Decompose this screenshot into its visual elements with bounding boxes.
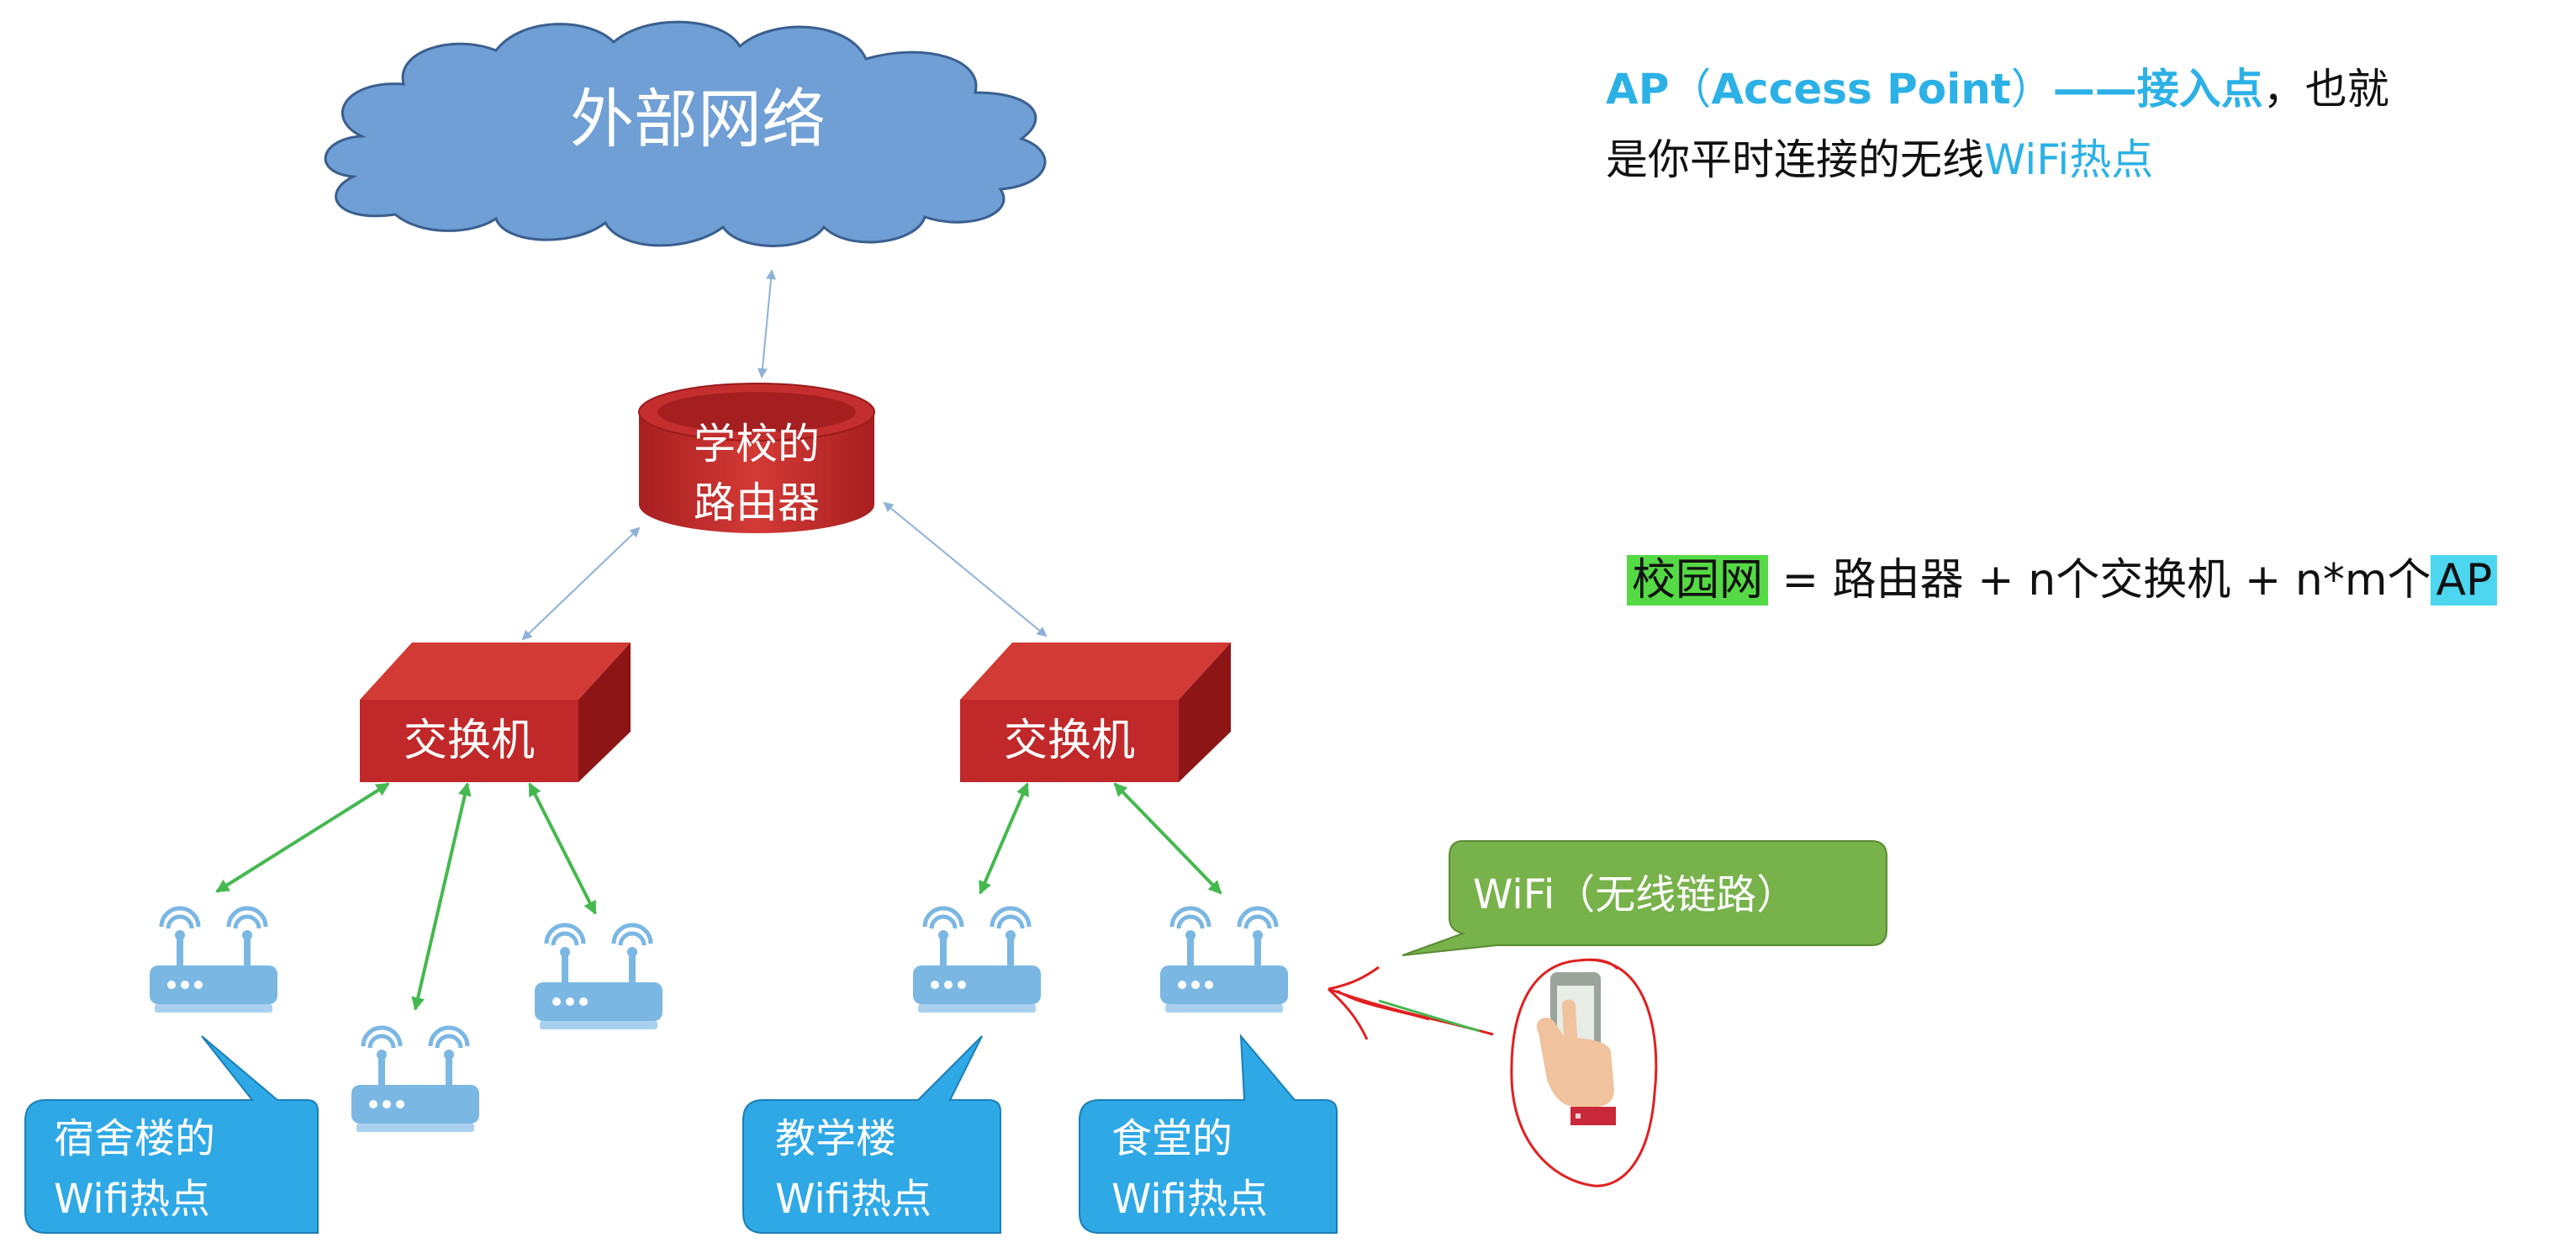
callout-dorm-line2: Wifi热点 bbox=[54, 1176, 210, 1223]
link-router-switch-right bbox=[883, 501, 1048, 637]
link-switch-right-ap4 bbox=[979, 782, 1029, 895]
link-switch-left-ap2 bbox=[411, 782, 472, 1011]
ap-paren-close: ） bbox=[2010, 65, 2053, 114]
ap-rest-line1: ，也就 bbox=[2262, 65, 2389, 114]
link-router-switch-left bbox=[521, 526, 641, 641]
external-network-cloud: 外部网络 bbox=[324, 20, 1047, 247]
cloud-label: 外部网络 bbox=[570, 82, 826, 156]
annotation-arrow-green bbox=[1378, 999, 1481, 1033]
ap-dorm3-icon bbox=[535, 925, 662, 1029]
ap-definition: AP（Access Point）——接入点，也就 是你平时连接的无线WiFi热点 bbox=[1606, 54, 2556, 195]
switch-left-label: 交换机 bbox=[404, 716, 535, 766]
callout-canteen: 食堂的 Wifi热点 bbox=[1079, 1034, 1338, 1234]
ap-teaching-icon bbox=[913, 908, 1041, 1013]
formula-rhs: = 路由器 + n个交换机 + n*m个 bbox=[1768, 555, 2431, 606]
callout-wifi-link-text: WiFi（无线链路） bbox=[1473, 871, 1797, 918]
callout-canteen-line1: 食堂的 bbox=[1111, 1115, 1233, 1162]
router-label-line2: 路由器 bbox=[694, 479, 820, 527]
callout-teaching-line1: 教学楼 bbox=[775, 1115, 896, 1162]
ap-dorm-icon bbox=[150, 908, 277, 1013]
link-switch-left-ap3 bbox=[528, 782, 597, 915]
phone-in-hand-icon bbox=[1536, 972, 1616, 1125]
callout-dorm: 宿舍楼的 Wifi热点 bbox=[24, 1035, 319, 1234]
link-switch-left-ap1 bbox=[215, 782, 390, 893]
callout-canteen-line2: Wifi热点 bbox=[1111, 1176, 1268, 1223]
formula-ap: AP bbox=[2431, 555, 2498, 606]
link-switch-right-ap5 bbox=[1113, 782, 1222, 895]
annotation-arrow bbox=[1327, 965, 1494, 1040]
ap-dorm2-icon bbox=[351, 1028, 479, 1132]
switch-right: 交换机 bbox=[960, 643, 1231, 782]
annotation-circle bbox=[1510, 958, 1658, 1187]
link-cloud-router bbox=[757, 269, 777, 378]
callout-wifi-link: WiFi（无线链路） bbox=[1401, 840, 1887, 956]
switch-left: 交换机 bbox=[360, 643, 631, 782]
school-router: 学校的 路由器 bbox=[638, 383, 875, 533]
ap-meaning: 接入点 bbox=[2136, 65, 2263, 114]
ap-dash: —— bbox=[2052, 65, 2137, 114]
router-label-line1: 学校的 bbox=[694, 420, 820, 468]
callout-dorm-line1: 宿舍楼的 bbox=[54, 1115, 215, 1162]
ap-wifi-word: WiFi热点 bbox=[1984, 135, 2154, 184]
switch-right-label: 交换机 bbox=[1004, 716, 1135, 766]
ap-paren-open: （ bbox=[1669, 65, 1712, 114]
ap-term: AP bbox=[1606, 65, 1670, 114]
callout-teaching: 教学楼 Wifi热点 bbox=[742, 1035, 1001, 1234]
ap-canteen-icon bbox=[1160, 908, 1288, 1013]
ap-full-name: Access Point bbox=[1711, 65, 2011, 114]
formula-lhs: 校园网 bbox=[1627, 555, 1769, 606]
ap-rest-line2: 是你平时连接的无线 bbox=[1606, 135, 1984, 184]
callout-teaching-line2: Wifi热点 bbox=[775, 1176, 932, 1223]
